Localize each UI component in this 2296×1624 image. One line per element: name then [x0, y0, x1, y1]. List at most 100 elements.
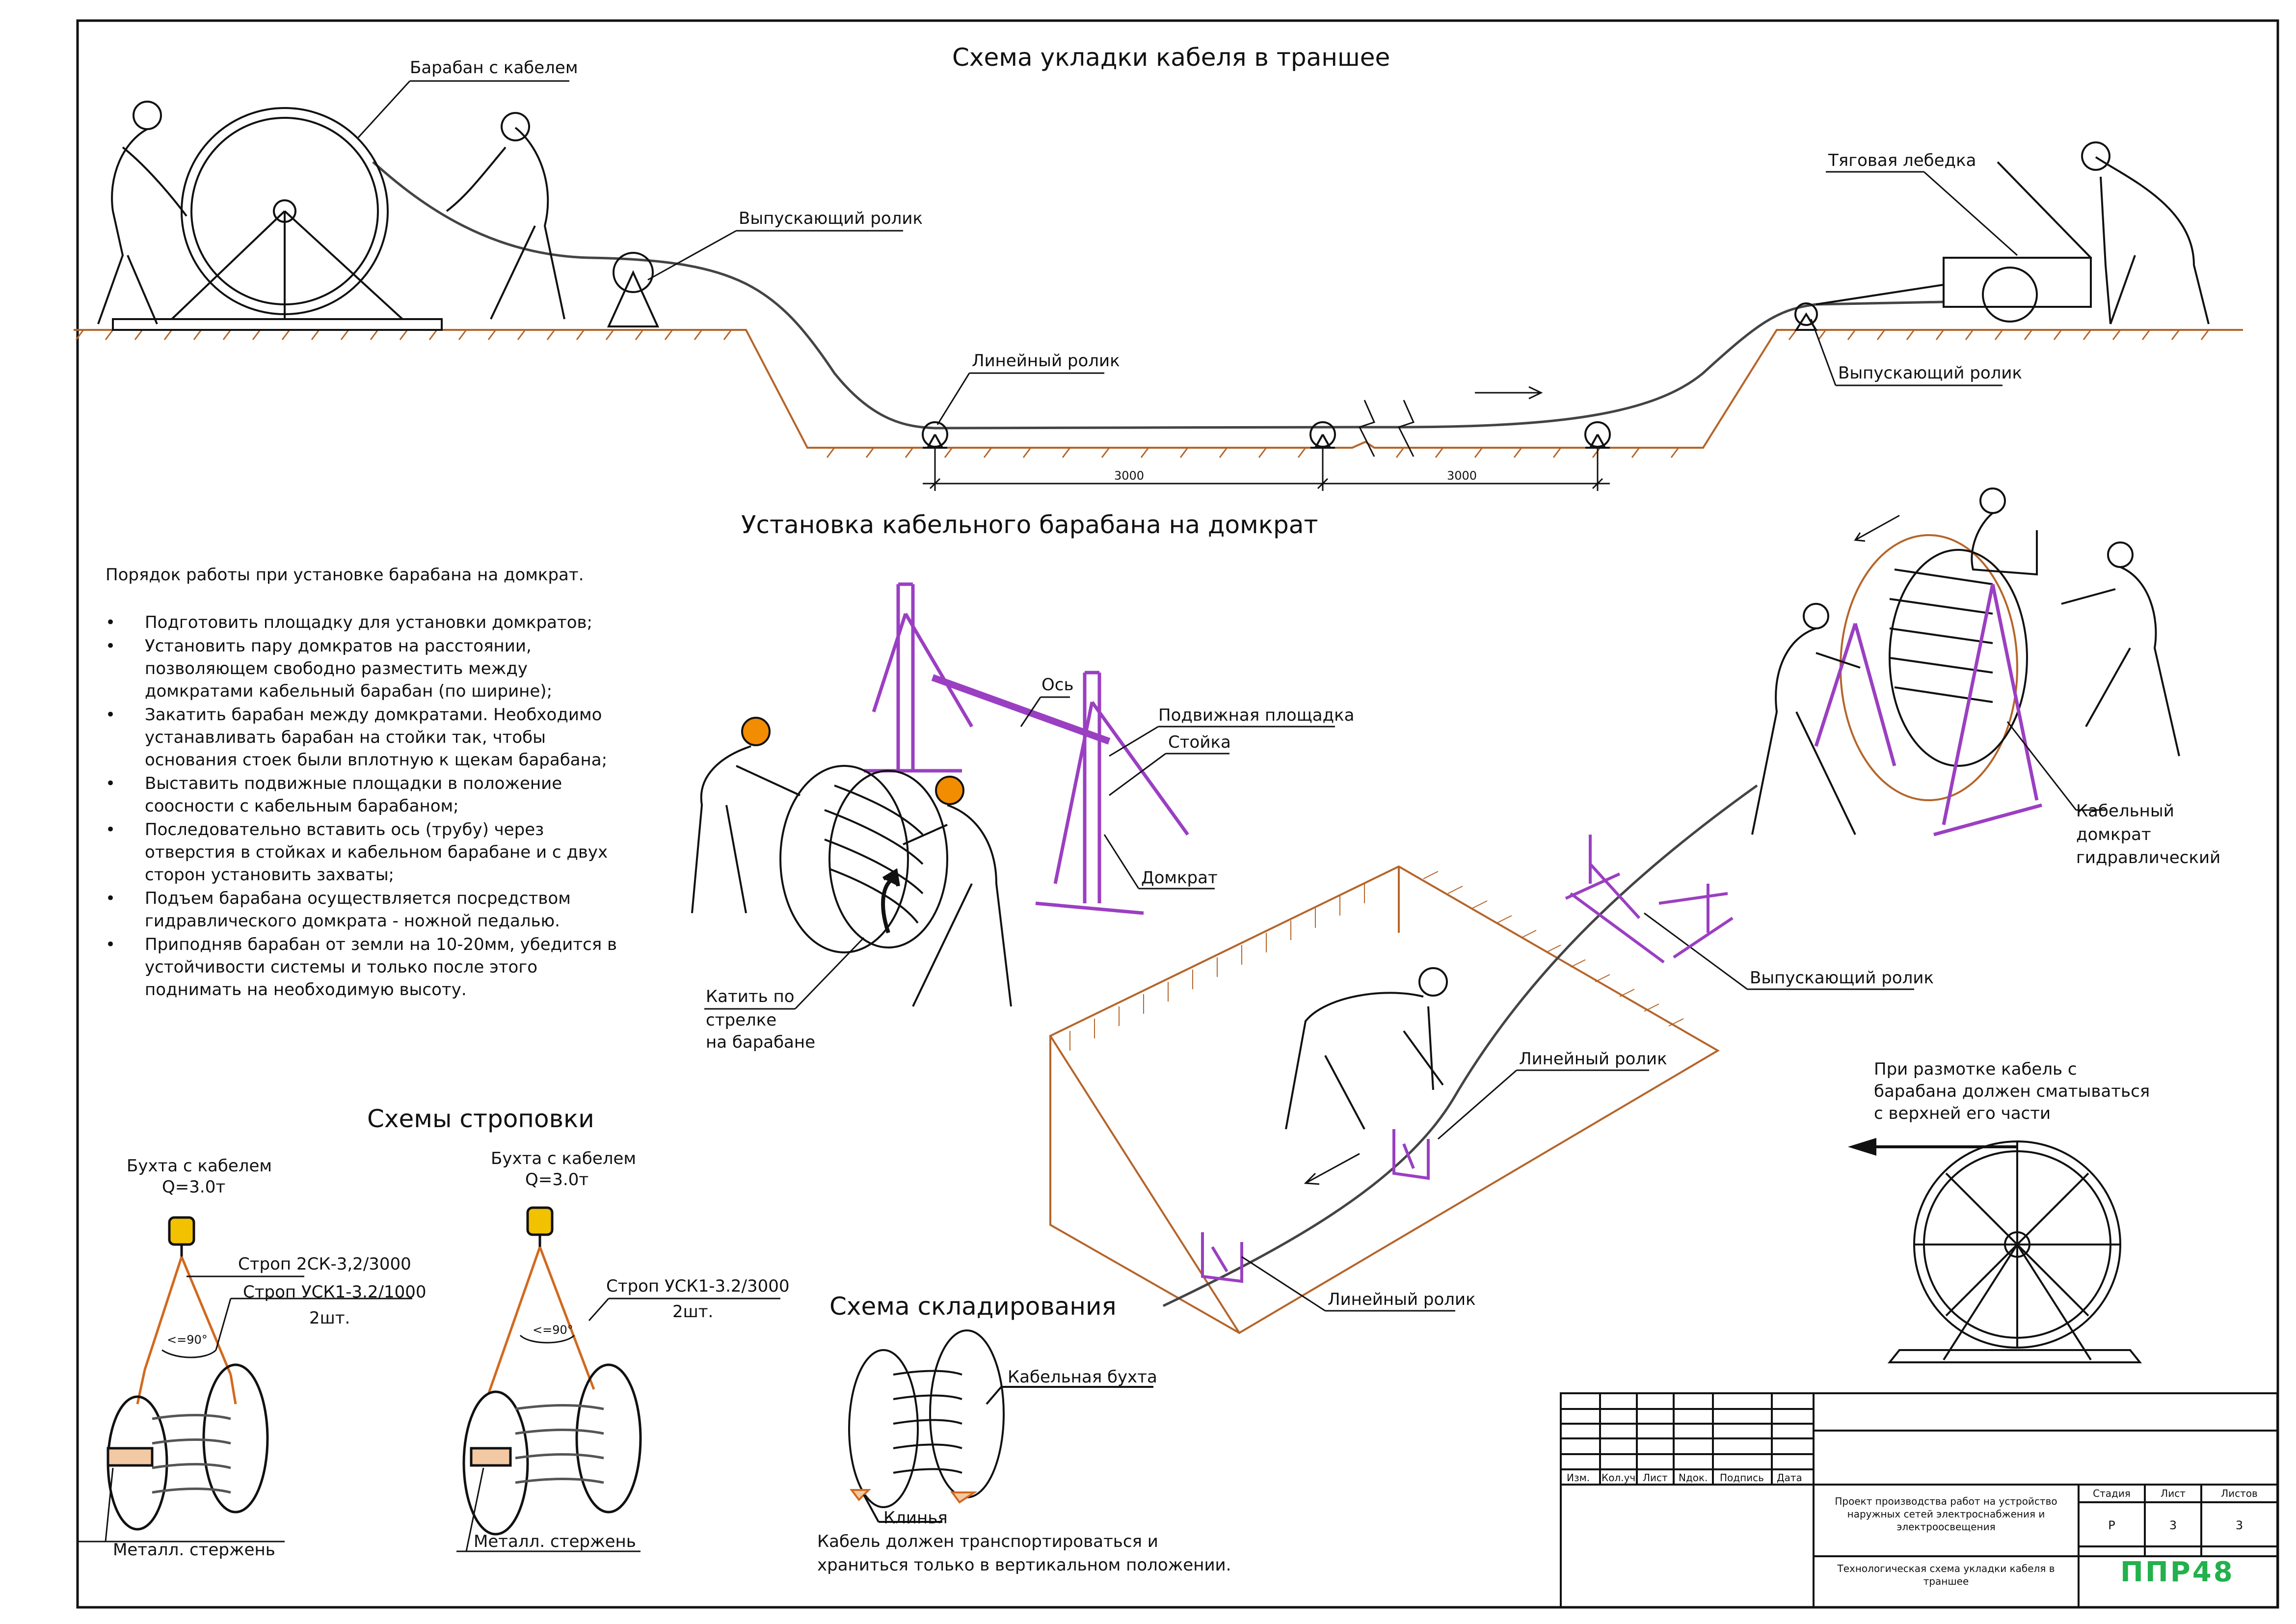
jack-leaders — [704, 696, 1335, 1010]
title-trench: Схема укладки кабеля в траншее — [952, 43, 1390, 72]
rewind-arrow — [1847, 1137, 2017, 1156]
hydro-leaders — [1644, 721, 2106, 990]
storage-note-1: Кабель должен транспортироваться и — [817, 1532, 1158, 1551]
stamp-col-doc: Nдок. — [1679, 1472, 1708, 1484]
trench-right-leaders — [1241, 1069, 1649, 1312]
linear-roller — [922, 421, 1611, 449]
procedure-step: Выставить подвижные площадки в положение… — [106, 772, 631, 817]
label-roll-3: на барабане — [706, 1032, 816, 1052]
traction-winch — [1815, 161, 2092, 323]
trench-profile — [74, 329, 2243, 458]
label-wedges: Клинья — [883, 1508, 948, 1528]
label-hydro-2: домкрат — [2076, 825, 2151, 844]
sling-right — [456, 1206, 780, 1552]
dimension-lines — [923, 400, 1610, 491]
label-release-roller-right: Выпускающий ролик — [1838, 363, 2022, 383]
stamp-stage-header: Стадия — [2093, 1488, 2131, 1499]
sling-right-strop: Строп УСК1-3.2/3000 — [606, 1276, 790, 1296]
note-rewind-2: барабана должен сматываться — [1874, 1082, 2150, 1101]
label-release-roller-left: Выпускающий ролик — [739, 209, 923, 228]
sling-left — [79, 1216, 412, 1543]
title-storage: Схема складирования — [829, 1292, 1117, 1321]
sling-right-coil: Бухта с кабелем — [491, 1149, 637, 1168]
worker-figure — [97, 101, 2210, 325]
label-roll-1: Катить по — [706, 987, 795, 1006]
sling-right-load: Q=3.0т — [525, 1170, 589, 1190]
cable-drum — [112, 107, 443, 331]
sling-right-angle: <=90° — [533, 1323, 573, 1337]
label-roll-2: стрелке — [706, 1010, 777, 1030]
stamp-col-sign: Подпись — [1720, 1472, 1764, 1484]
sling-left-angle: <=90° — [167, 1333, 208, 1347]
title-block — [1560, 1392, 2278, 1608]
procedure-heading: Порядок работы при установке барабана на… — [106, 565, 584, 585]
stamp-col-date: Дата — [1777, 1472, 1802, 1484]
procedure-step: Установить пару домкратов на расстоянии,… — [106, 635, 631, 703]
sling-right-rod: Металл. стержень — [474, 1532, 636, 1551]
title-jack: Установка кабельного барабана на домкрат — [741, 511, 1318, 539]
release-roller-left — [607, 252, 660, 327]
label-hydro-3: гидравлический — [2076, 848, 2221, 867]
label-hydro-1: Кабельный — [2076, 801, 2174, 821]
storage-note-2: храниться только в вертикальном положени… — [817, 1555, 1231, 1575]
procedure-step: Приподняв барабан от земли на 10-20мм, у… — [106, 933, 631, 1001]
procedure-step: Подъем барабана осуществляется посредств… — [106, 887, 631, 932]
release-roller-frame — [1565, 835, 1734, 964]
label-linear-roller-1: Линейный ролик — [1519, 1049, 1667, 1069]
trench-leaders — [357, 80, 2018, 425]
stamp-sheet-title: Технологическая схема укладки кабеля в т… — [1837, 1563, 2055, 1587]
cable-line — [372, 161, 1944, 430]
rewind-drum — [1887, 1140, 2142, 1363]
cable-drum-jack — [779, 765, 948, 953]
procedure-step: Последовательно вставить ось (трубу) чер… — [106, 818, 631, 886]
worker-figure — [1285, 967, 1448, 1130]
label-jack: Домкрат — [1141, 868, 1218, 888]
sling-left-qty: 2шт. — [309, 1308, 350, 1328]
note-rewind-1: При размотке кабель с — [1874, 1059, 2077, 1079]
drawing-frame — [76, 19, 2279, 1609]
trench-cable — [1162, 784, 1758, 1307]
sling-right-qty: 2шт. — [672, 1302, 714, 1322]
label-release-roller: Выпускающий ролик — [1750, 968, 1934, 988]
worker-figure — [1751, 487, 2180, 835]
linear-roller-frame — [1201, 1129, 1430, 1283]
sling-left-coil: Бухта с кабелем — [127, 1156, 272, 1176]
storage-coil — [848, 1329, 1153, 1523]
title-slinging: Схемы строповки — [367, 1105, 594, 1133]
stamp-col-sheet: Лист — [1643, 1472, 1668, 1484]
procedure-step: Подготовить площадку для установки домкр… — [106, 611, 631, 634]
stamp-col-qty: Кол.уч — [1602, 1472, 1636, 1484]
stamp-sheet-header: Лист — [2161, 1488, 2186, 1499]
dimension-2: 3000 — [1447, 469, 1477, 483]
stamp-sheets-header: Листов — [2221, 1488, 2258, 1499]
label-winch: Тяговая лебедка — [1828, 151, 1976, 170]
label-drum: Барабан с кабелем — [410, 58, 578, 78]
sling-left-strop-1: Строп 2СК-3,2/3000 — [238, 1254, 411, 1274]
stamp-stage: Р — [2108, 1518, 2115, 1532]
stamp-col-change: Изм. — [1567, 1472, 1590, 1484]
procedure-list: Подготовить площадку для установки домкр… — [106, 611, 631, 1002]
worker-figure — [691, 717, 1012, 1007]
rotation-arrow — [1854, 514, 1900, 542]
procedure-step: Закатить барабан между домкратами. Необх… — [106, 704, 631, 771]
label-linear-roller-2: Линейный ролик — [1328, 1290, 1476, 1309]
label-linear-roller: Линейный ролик — [972, 351, 1120, 371]
sling-left-strop-2: Строп УСК1-3.2/1000 — [243, 1282, 427, 1302]
sling-left-load: Q=3.0т — [162, 1177, 226, 1197]
stamp-project: Проект производства работ на устройство … — [1835, 1495, 2057, 1533]
hydraulic-jack-stands — [1814, 584, 2042, 837]
trench-perspective — [1049, 865, 1720, 1334]
stamp-sheets-total: 3 — [2235, 1518, 2243, 1532]
roll-arrow — [881, 868, 900, 934]
release-roller-right — [1794, 302, 1818, 331]
stamp-sheet-number: 3 — [2169, 1518, 2177, 1532]
direction-arrow — [1304, 1153, 1360, 1185]
label-axis: Ось — [1041, 675, 1074, 695]
jack-stands-left — [864, 582, 1189, 915]
sling-left-rod: Металл. стержень — [113, 1540, 275, 1560]
label-coil: Кабельная бухта — [1008, 1367, 1157, 1387]
brand-logo: ППР48 — [2120, 1556, 2235, 1588]
label-stand: Стойка — [1168, 732, 1231, 752]
